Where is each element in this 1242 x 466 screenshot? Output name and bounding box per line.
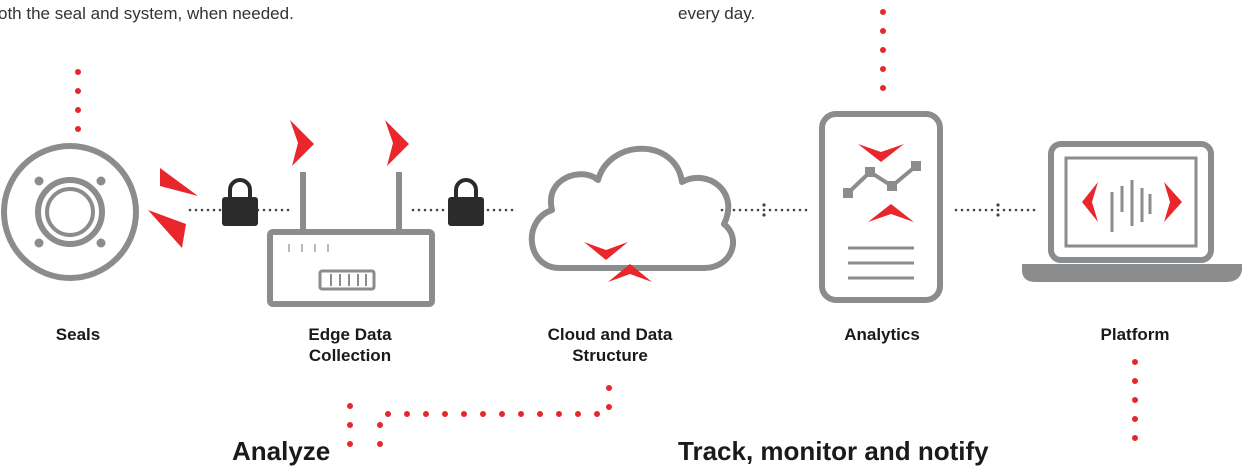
cloud-sync-icon	[584, 242, 652, 282]
laptop-icon	[1022, 141, 1242, 282]
tablet-sync-icon	[858, 144, 914, 222]
red-dotted-connectors	[75, 9, 1138, 455]
stage-label-seals: Seals	[55, 325, 101, 344]
cloud-bottom-connector	[377, 385, 612, 455]
stage-label-edge: Edge Data Collection	[270, 324, 430, 366]
padlock-icon	[222, 178, 258, 226]
bottom-heading-right: Track, monitor and notify	[678, 436, 989, 466]
cloud-icon	[528, 145, 736, 271]
padlock-icon	[448, 178, 484, 226]
router-signal-icon	[290, 120, 409, 166]
stage-label-platform: Platform	[1100, 325, 1170, 344]
tablet-icon	[819, 111, 943, 303]
bottom-heading-left: Analyze	[232, 436, 331, 466]
stage-label-cloud-line1: Cloud and Data	[547, 325, 673, 344]
caption-left: oth the seal and system, when needed.	[0, 4, 294, 23]
laptop-code-icon	[1082, 182, 1182, 222]
seal-signal-icon	[148, 168, 198, 248]
link-junction-marks	[762, 203, 1000, 217]
stage-label-cloud-line2: Structure	[572, 346, 648, 365]
stage-label-edge-line1: Edge Data	[308, 325, 392, 344]
caption-right: every day.	[678, 4, 756, 23]
stage-label-edge-line2: Collection	[308, 346, 392, 365]
stage-label-cloud: Cloud and Data Structure	[515, 324, 705, 366]
seal-icon	[1, 143, 139, 281]
stage-label-analytics: Analytics	[844, 325, 920, 344]
router-icon	[267, 172, 435, 307]
